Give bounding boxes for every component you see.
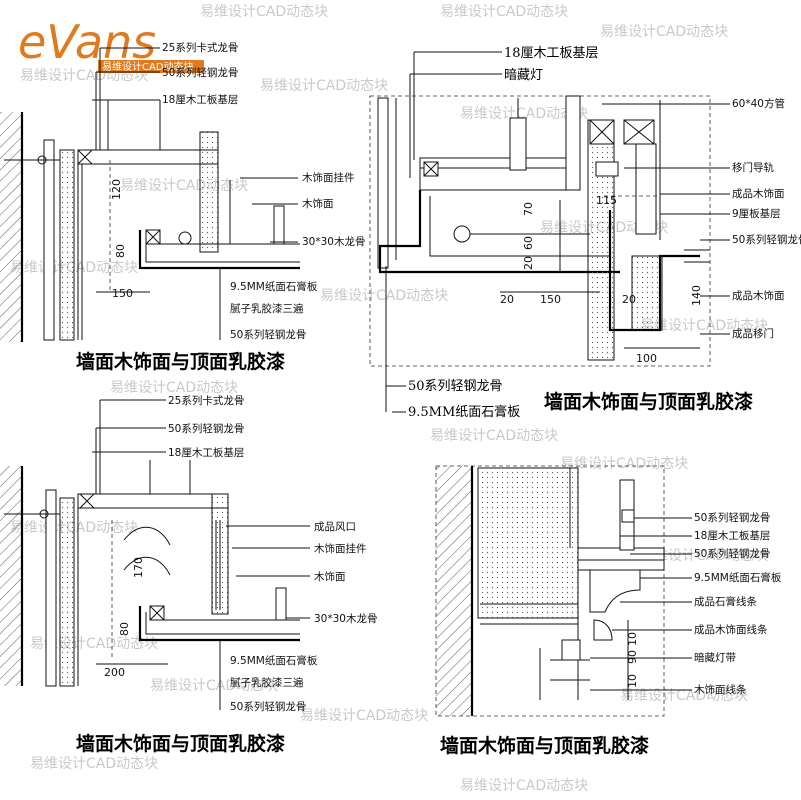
- label-d2-11: 9.5MM纸面石膏板: [408, 404, 520, 420]
- label-d2-9: 成品移门: [732, 327, 774, 340]
- label-d4-7: 暗藏灯带: [694, 651, 736, 664]
- watermark-text: 易维设计CAD动态块: [560, 456, 688, 472]
- watermark-text: 易维设计CAD动态块: [440, 4, 568, 20]
- label-d2-5: 成品木饰面: [732, 187, 785, 200]
- wall-hatch: [0, 466, 22, 686]
- detail-3-title: 墙面木饰面与顶面乳胶漆: [76, 732, 285, 755]
- brand-logo: eVans 易维设计CAD动态块: [18, 15, 204, 73]
- watermark-text: 易维设计CAD动态块: [460, 778, 588, 794]
- label-d2-8: 成品木饰面: [732, 289, 785, 302]
- label-d4-8: 木饰面线条: [694, 683, 747, 696]
- label-d3-8: 9.5MM纸面石膏板: [230, 654, 318, 667]
- watermark-text: 易维设计CAD动态块: [640, 548, 768, 564]
- dim-90: 90: [626, 650, 639, 664]
- label-d3-9: 腻子乳胶漆三遍: [230, 676, 304, 689]
- dim-120: 120: [110, 179, 123, 200]
- dim-200: 200: [104, 666, 125, 679]
- label-d2-1: 18厘木工板基层: [504, 46, 599, 61]
- label-d1-7: 9.5MM纸面石膏板: [230, 280, 318, 293]
- detail-4-title: 墙面木饰面与顶面乳胶漆: [440, 734, 649, 757]
- label-d1-8: 腻子乳胶漆三遍: [230, 302, 304, 315]
- watermark-text: 易维设计CAD动态块: [640, 318, 768, 334]
- dim-80: 80: [118, 622, 131, 636]
- detail-2-title: 墙面木饰面与顶面乳胶漆: [544, 390, 753, 413]
- label-d3-2: 50系列轻钢龙骨: [168, 422, 244, 435]
- logo-bar: [98, 60, 204, 73]
- dim-20a: 20: [522, 256, 535, 270]
- dim-150: 150: [540, 293, 561, 306]
- detail-4: 10 90 10 50系列轻钢龙骨 18厘木工板基层 50系列轻钢龙骨 9.5M…: [435, 465, 782, 757]
- dim-140: 140: [690, 285, 703, 306]
- label-d3-6: 木饰面: [314, 570, 346, 583]
- detail-1-title: 墙面木饰面与顶面乳胶漆: [76, 350, 285, 373]
- label-d3-3: 18厘木工板基层: [168, 446, 244, 459]
- label-d4-2: 18厘木工板基层: [694, 529, 770, 542]
- dim-170: 170: [132, 557, 145, 578]
- watermark-text: 易维设计CAD动态块: [260, 78, 388, 94]
- label-d3-4: 成品风口: [314, 521, 356, 533]
- dim-20b: 20: [500, 293, 514, 306]
- label-d1-4: 木饰面挂件: [302, 171, 355, 184]
- detail-2: 70 20 60 20 20 150 115 140 100 18厘木工板基层 …: [369, 46, 801, 420]
- wall-hatch: [0, 112, 22, 342]
- label-d4-1: 50系列轻钢龙骨: [694, 511, 770, 524]
- label-d1-6: 30*30木龙骨: [302, 235, 365, 248]
- label-d2-4: 移门导轨: [732, 161, 774, 174]
- dim-80: 80: [114, 244, 127, 258]
- label-d1-5: 木饰面: [302, 197, 334, 210]
- watermark-text: 易维设计CAD动态块: [430, 428, 558, 444]
- watermark-text: 易维设计CAD动态块: [110, 380, 238, 396]
- watermark-text: 易维设计CAD动态块: [320, 288, 448, 304]
- dim-115: 115: [596, 194, 617, 207]
- detail-1: 150 120 80 25系列卡式龙骨 50系列轻钢龙骨 18厘木工板基层 木饰…: [0, 41, 365, 373]
- label-d3-1: 25系列卡式龙骨: [168, 394, 244, 407]
- label-d3-5: 木饰面挂件: [314, 542, 367, 555]
- watermark-text: 易维设计CAD动态块: [200, 4, 328, 20]
- label-d2-6: 9厘板基层: [732, 207, 781, 220]
- label-d2-2: 暗藏灯: [504, 68, 543, 83]
- dim-20c: 20: [622, 293, 636, 306]
- label-d3-7: 30*30木龙骨: [314, 612, 377, 625]
- label-d2-10: 50系列轻钢龙骨: [408, 379, 503, 394]
- dim-70: 70: [522, 202, 535, 216]
- label-d4-4: 9.5MM纸面石膏板: [694, 571, 782, 584]
- label-d3-10: 50系列轻钢龙骨: [230, 700, 306, 713]
- watermark-text: 易维设计CAD动态块: [120, 178, 248, 194]
- label-d2-3: 60*40方管: [732, 97, 785, 110]
- watermark-text: 易维设计CAD动态块: [150, 678, 278, 694]
- dim-10a: 10: [626, 632, 639, 646]
- label-d1-2: 50系列轻钢龙骨: [162, 66, 238, 79]
- label-d2-7: 50系列轻钢龙骨: [732, 233, 801, 246]
- watermark-text: 易维设计CAD动态块: [620, 688, 748, 704]
- watermark-text: 易维设计CAD动态块: [460, 106, 588, 122]
- label-d4-6: 成品木饰面线条: [694, 623, 768, 636]
- label-d4-3: 50系列轻钢龙骨: [694, 547, 770, 560]
- wall-hatch: [436, 466, 472, 716]
- label-d1-1: 25系列卡式龙骨: [162, 41, 238, 54]
- dim-100: 100: [636, 352, 657, 365]
- dim-150: 150: [112, 287, 133, 300]
- logo-subtitle: 易维设计CAD动态块: [102, 60, 194, 73]
- label-d1-3: 18厘木工板基层: [162, 93, 238, 106]
- dim-60: 60: [522, 236, 535, 250]
- watermark-text: 易维设计CAD动态块: [30, 756, 158, 772]
- dim-10b: 10: [626, 674, 639, 688]
- label-d1-9: 50系列轻钢龙骨: [230, 328, 306, 341]
- detail-3: 200 170 80 25系列卡式龙骨 50系列轻钢龙骨 18厘木工板基层 成品…: [0, 394, 377, 755]
- watermark-text: 易维设计CAD动态块: [300, 708, 428, 724]
- label-d4-5: 成品石膏线条: [694, 595, 757, 608]
- watermark-text: 易维设计CAD动态块: [600, 24, 728, 40]
